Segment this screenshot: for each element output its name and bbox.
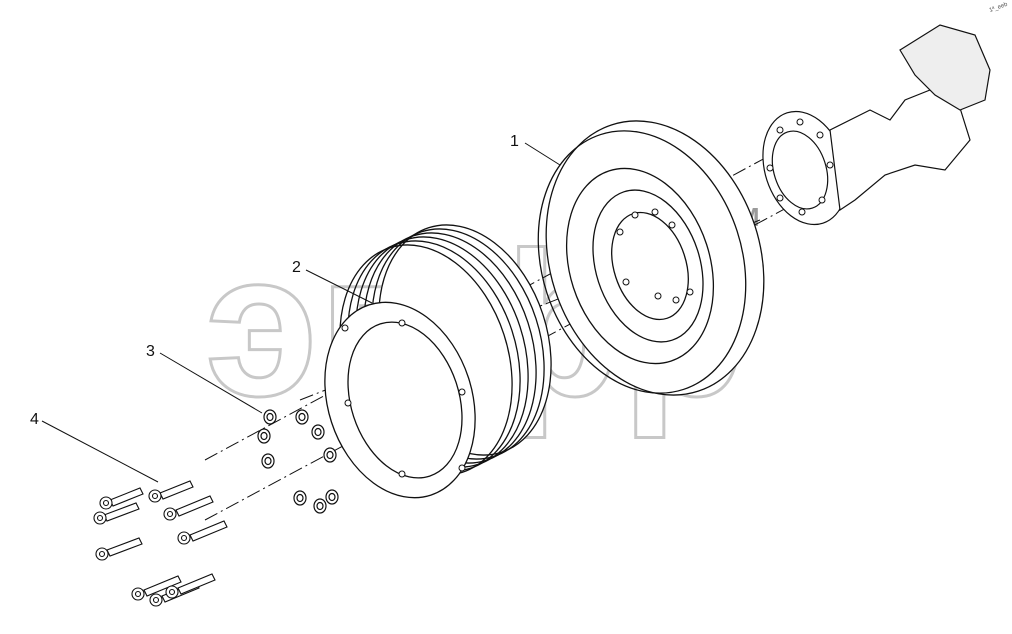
part-4-bolts	[93, 480, 228, 607]
callout-3: 3	[146, 343, 155, 360]
part-2-grooved-pulley	[324, 224, 552, 499]
leader-lines	[41, 142, 561, 483]
callout-2: 2	[292, 259, 301, 276]
callout-1: 1	[510, 133, 519, 150]
drive-shaft-assembly	[762, 24, 991, 226]
part-3-washers	[257, 409, 339, 514]
corner-mark: 1ª_eeb	[988, 1, 1009, 14]
part-1-flange-disc	[537, 120, 765, 396]
callout-4: 4	[30, 411, 39, 428]
